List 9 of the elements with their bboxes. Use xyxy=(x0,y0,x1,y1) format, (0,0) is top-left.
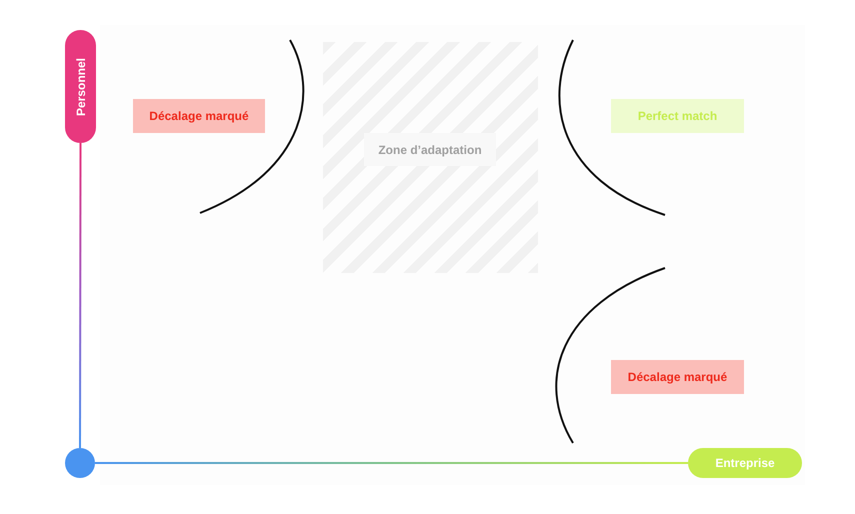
axis-line xyxy=(95,462,688,464)
zone-label: Décalage marqué xyxy=(133,99,265,133)
zone-label: Décalage marqué xyxy=(611,360,744,394)
axis-line xyxy=(79,143,82,448)
axis-label-pill: Entreprise xyxy=(688,448,802,478)
zone-title: Zone d’adaptation xyxy=(364,133,496,166)
axis-label: Personnel xyxy=(72,57,88,116)
axis-label-pill xyxy=(65,30,96,143)
zone-label: Perfect match xyxy=(611,99,744,133)
